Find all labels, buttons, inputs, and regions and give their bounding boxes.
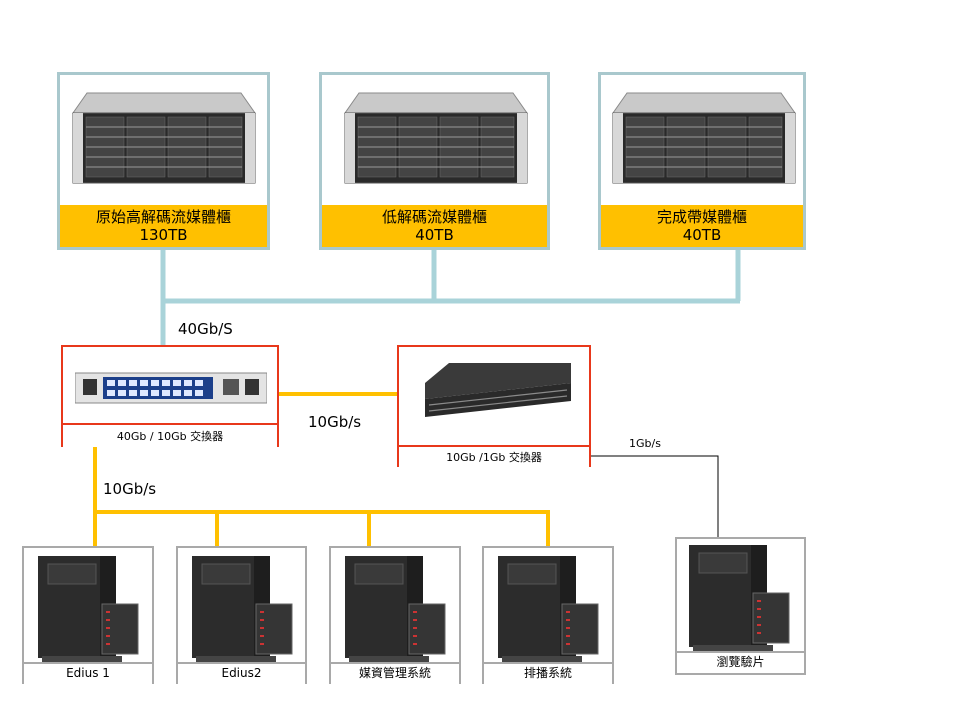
storage-node-raw: 原始高解碼流媒體櫃 130TB (57, 72, 270, 250)
workstation: Edius 1 (22, 546, 154, 684)
workstation-label: Edius2 (178, 662, 305, 684)
workstation-label: 排播系統 (484, 662, 612, 684)
rack-server-icon (612, 92, 796, 184)
tower-server-icon (345, 556, 446, 662)
storage-label: 原始高解碼流媒體櫃 130TB (60, 205, 267, 247)
storage-node-final: 完成帶媒體櫃 40TB (598, 72, 806, 250)
workstation-label: 媒資管理系統 (331, 662, 459, 684)
access-switch-label: 10Gb /1Gb 交換器 (399, 445, 589, 467)
storage-node-low: 低解碼流媒體櫃 40TB (319, 72, 550, 250)
storage-name: 原始高解碼流媒體櫃 (95, 208, 231, 226)
storage-backbone (160, 250, 741, 347)
rack-server-icon (344, 92, 528, 184)
link-speed-workstations: 10Gb/s (103, 480, 157, 498)
core-switch-label: 40Gb / 10Gb 交換器 (63, 423, 277, 447)
link-speed-storage: 40Gb/S (178, 320, 233, 338)
tower-server-icon (192, 556, 293, 662)
workstation: 排播系統 (482, 546, 614, 684)
storage-label: 完成帶媒體櫃 40TB (601, 205, 803, 247)
storage-capacity: 130TB (139, 226, 188, 244)
workstation-bus (93, 447, 550, 548)
storage-label: 低解碼流媒體櫃 40TB (322, 205, 547, 247)
access-switch: 10Gb /1Gb 交換器 (397, 345, 591, 467)
tower-server-icon (498, 556, 599, 662)
storage-name: 低解碼流媒體櫃 (381, 208, 487, 226)
tower-server-icon (689, 545, 790, 651)
storage-capacity: 40TB (682, 226, 722, 244)
storage-capacity: 40TB (415, 226, 454, 244)
preview-station-label: 瀏覽驗片 (677, 651, 804, 673)
workstation: Edius2 (176, 546, 307, 684)
storage-name: 完成帶媒體櫃 (656, 208, 747, 226)
switch-device-icon (425, 363, 571, 417)
preview-station: 瀏覽驗片 (675, 537, 806, 675)
core-switch: 40Gb / 10Gb 交換器 (61, 345, 279, 447)
rack-server-icon (72, 92, 256, 184)
tower-server-icon (38, 556, 139, 662)
workstation-label: Edius 1 (24, 662, 152, 684)
link-speed-preview: 1Gb/s (629, 437, 661, 450)
switch-device-icon (75, 372, 267, 404)
link-speed-core-access: 10Gb/s (308, 413, 362, 431)
preview-link (590, 455, 719, 540)
workstation: 媒資管理系統 (329, 546, 461, 684)
